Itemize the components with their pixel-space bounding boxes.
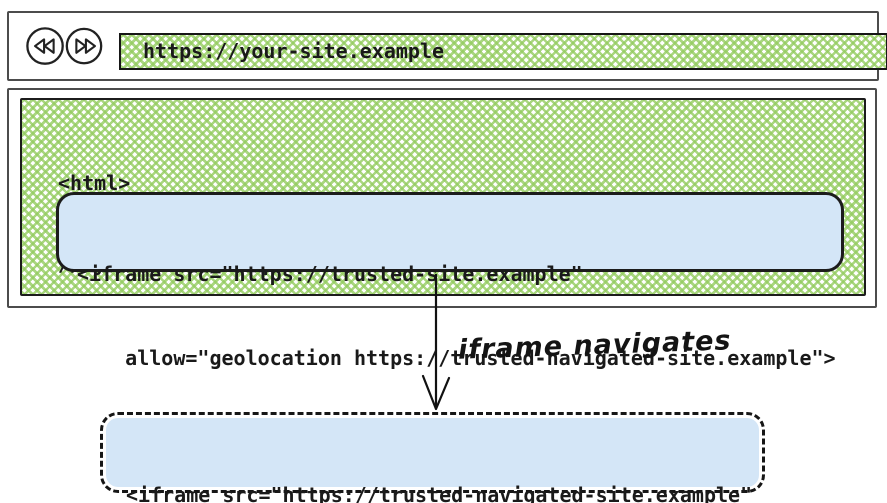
browser-toolbar: https://your-site.example xyxy=(7,11,887,81)
iframe-embed-code: <iframe src="https://trusted-site.exampl… xyxy=(59,195,841,428)
iframe-navigated-code: <iframe src="https://trusted-navigated-s… xyxy=(106,418,759,503)
code-line-html: <html> xyxy=(58,171,131,195)
navigated-src-line: <iframe src="https://trusted-navigated-s… xyxy=(126,483,753,503)
iframe-navigated-box: <iframe src="https://trusted-navigated-s… xyxy=(100,412,765,503)
iframe-src-line: <iframe src="https://trusted-site.exampl… xyxy=(77,262,583,286)
fast-forward-icon xyxy=(63,26,105,68)
iframe-navigated-fill: <iframe src="https://trusted-navigated-s… xyxy=(106,418,759,503)
iframe-allow-line: allow="geolocation https://trusted-navig… xyxy=(77,346,836,370)
page-viewport: <html> // your-site.example code <iframe… xyxy=(20,98,866,370)
browser-content-window: <html> // your-site.example code <iframe… xyxy=(7,88,877,370)
back-button[interactable] xyxy=(25,26,67,68)
url-bar[interactable]: https://your-site.example xyxy=(119,33,887,70)
forward-button[interactable] xyxy=(63,26,105,68)
iframe-embed-box: <iframe src="https://trusted-site.exampl… xyxy=(56,192,844,370)
rewind-icon xyxy=(25,26,67,68)
